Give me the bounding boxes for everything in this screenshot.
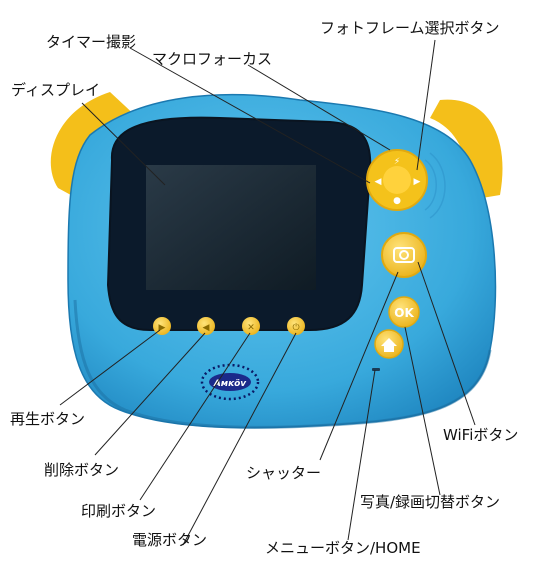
label-menu: メニューボタン/HOME xyxy=(265,539,421,557)
camera-icon xyxy=(393,247,415,263)
label-display: ディスプレイ xyxy=(11,81,100,99)
label-print: 印刷ボタン xyxy=(81,502,157,520)
right-arrow-icon: ▶ xyxy=(414,177,421,187)
left-arrow-icon: ◀ xyxy=(375,177,382,187)
label-shutter: シャッター xyxy=(246,464,322,482)
brand-text: Aмĸöv xyxy=(213,379,247,389)
label-mode: 写真/録画切替ボタン xyxy=(360,493,501,511)
label-power: 電源ボタン xyxy=(132,531,208,549)
power-button[interactable] xyxy=(287,317,305,335)
power-icon: ⏻ xyxy=(292,322,299,333)
ok-button[interactable]: OK xyxy=(388,296,420,328)
label-playback: 再生ボタン xyxy=(10,410,86,428)
label-macro: マクロフォーカス xyxy=(152,50,273,68)
label-wifi: WiFiボタン xyxy=(443,426,519,444)
reset-slot xyxy=(372,368,380,371)
delete-button[interactable] xyxy=(197,317,215,335)
dpad[interactable]: ⚡ ◀ ▶ ● xyxy=(366,149,428,211)
timer-icon: ⚡ xyxy=(394,157,400,167)
leader-lines xyxy=(59,39,476,546)
playback-button[interactable] xyxy=(153,317,171,335)
right-ear xyxy=(430,99,503,200)
label-frame: フォトフレーム選択ボタン xyxy=(320,19,500,37)
shutter-button[interactable] xyxy=(381,232,427,278)
macro-icon: ● xyxy=(393,196,401,206)
brand-logo: Aмĸöv xyxy=(200,363,260,401)
print-button[interactable] xyxy=(242,317,260,335)
label-delete: 削除ボタン xyxy=(44,461,120,479)
ok-label: OK xyxy=(394,306,414,320)
bottom-button-row: ▶ ◀ ✕ ⏻ xyxy=(153,317,305,335)
speaker-grille xyxy=(424,152,446,219)
print-icon: ✕ xyxy=(247,323,255,333)
play-icon: ▶ xyxy=(159,323,166,333)
label-timer: タイマー撮影 xyxy=(46,33,137,51)
display-screen xyxy=(106,116,372,331)
delete-icon: ◀ xyxy=(203,323,210,333)
home-icon xyxy=(381,338,397,352)
home-button[interactable] xyxy=(374,329,404,359)
